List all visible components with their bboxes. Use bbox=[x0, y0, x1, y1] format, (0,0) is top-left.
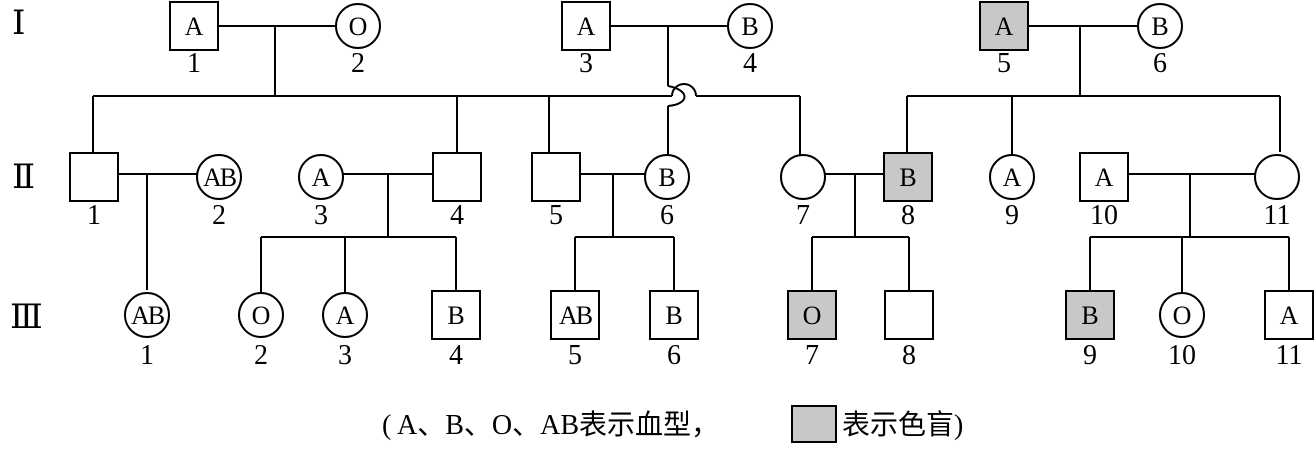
hop-over-line bbox=[671, 83, 697, 97]
individual-number-i3: 3 bbox=[579, 48, 593, 79]
connection-lines bbox=[92, 25, 1290, 293]
male-ii5 bbox=[531, 152, 581, 202]
female-ii2 bbox=[196, 154, 242, 200]
female-ii3 bbox=[298, 154, 344, 200]
individual-number-ii1: 1 bbox=[87, 200, 101, 231]
male-i5-affected bbox=[979, 1, 1029, 51]
blood-type-iii9: B bbox=[1081, 301, 1098, 330]
female-iii3 bbox=[322, 292, 368, 338]
caption-colorblind-note: 表示色盲) bbox=[842, 409, 963, 441]
individual-number-i1: 1 bbox=[187, 48, 201, 79]
male-i3 bbox=[561, 1, 611, 51]
individual-number-ii11: 11 bbox=[1264, 200, 1291, 231]
individual-number-ii2: 2 bbox=[212, 200, 226, 231]
blood-type-iii1: AB bbox=[131, 301, 165, 330]
male-ii8-affected bbox=[883, 152, 933, 202]
female-i6 bbox=[1137, 3, 1183, 49]
individual-number-ii5: 5 bbox=[549, 200, 563, 231]
blood-type-i3: A bbox=[577, 12, 596, 41]
individual-number-iii1: 1 bbox=[140, 340, 154, 371]
blood-type-i2: O bbox=[349, 12, 368, 41]
individual-number-ii4: 4 bbox=[450, 200, 464, 231]
individual-number-i4: 4 bbox=[743, 48, 757, 79]
individual-number-i6: 6 bbox=[1153, 48, 1167, 79]
individual-number-iii8: 8 bbox=[902, 340, 916, 371]
blood-type-iii3: A bbox=[336, 301, 355, 330]
female-ii7 bbox=[780, 154, 826, 200]
blood-type-ii8: B bbox=[899, 163, 916, 192]
female-iii10 bbox=[1159, 292, 1205, 338]
male-ii1 bbox=[69, 152, 119, 202]
caption: ( A、B、O、AB表示血型， 表示色盲) bbox=[382, 405, 963, 443]
male-iii6 bbox=[649, 290, 699, 340]
blood-type-i5: A bbox=[995, 12, 1014, 41]
female-i4 bbox=[727, 3, 773, 49]
descent-curve bbox=[667, 85, 686, 107]
generation-label-2: Ⅱ bbox=[12, 159, 35, 196]
generation-label-1: Ⅰ bbox=[12, 5, 25, 42]
male-iii8 bbox=[884, 290, 934, 340]
blood-type-ii2: AB bbox=[203, 163, 237, 192]
blood-type-iii10: O bbox=[1173, 301, 1192, 330]
blood-type-iii11: A bbox=[1280, 301, 1299, 330]
male-iii9-affected bbox=[1065, 290, 1115, 340]
individual-number-ii6: 6 bbox=[660, 200, 674, 231]
female-iii2 bbox=[238, 292, 284, 338]
blood-type-ii3: A bbox=[312, 163, 331, 192]
individual-number-iii3: 3 bbox=[338, 340, 352, 371]
blood-type-ii9: A bbox=[1003, 163, 1022, 192]
blood-type-ii6: B bbox=[658, 163, 675, 192]
individual-number-iii9: 9 bbox=[1083, 340, 1097, 371]
individual-number-iii7: 7 bbox=[805, 340, 819, 371]
female-i2 bbox=[335, 3, 381, 49]
male-iii11 bbox=[1264, 290, 1314, 340]
individual-number-ii9: 9 bbox=[1005, 200, 1019, 231]
individual-number-i2: 2 bbox=[351, 48, 365, 79]
individual-number-iii5: 5 bbox=[568, 340, 582, 371]
male-iii4 bbox=[431, 290, 481, 340]
individual-number-ii3: 3 bbox=[314, 200, 328, 231]
female-ii9 bbox=[989, 154, 1035, 200]
individual-number-iii10: 10 bbox=[1168, 340, 1196, 371]
generation-label-3: Ⅲ bbox=[10, 299, 43, 336]
male-ii10 bbox=[1079, 152, 1129, 202]
male-ii4 bbox=[432, 152, 482, 202]
individual-number-iii4: 4 bbox=[449, 340, 463, 371]
individual-number-ii7: 7 bbox=[796, 200, 810, 231]
individual-number-iii11: 11 bbox=[1276, 340, 1303, 371]
caption-blood-type-note: A、B、O、AB表示血型， bbox=[397, 409, 719, 441]
female-iii1 bbox=[124, 292, 170, 338]
male-i1 bbox=[169, 1, 219, 51]
male-iii5 bbox=[550, 290, 600, 340]
blood-type-iii6: B bbox=[665, 301, 682, 330]
caption-open: ( bbox=[382, 410, 391, 441]
legend-affected-swatch bbox=[791, 405, 837, 443]
blood-type-i6: B bbox=[1151, 12, 1168, 41]
blood-type-iii4: B bbox=[447, 301, 464, 330]
blood-type-iii5: AB bbox=[559, 301, 593, 330]
female-ii6 bbox=[644, 154, 690, 200]
blood-type-iii2: O bbox=[252, 301, 271, 330]
blood-type-i4: B bbox=[741, 12, 758, 41]
individual-number-iii2: 2 bbox=[254, 340, 268, 371]
individual-number-ii8: 8 bbox=[901, 200, 915, 231]
individual-number-i5: 5 bbox=[997, 48, 1011, 79]
individual-number-iii6: 6 bbox=[667, 340, 681, 371]
blood-type-iii7: O bbox=[803, 301, 822, 330]
blood-type-ii10: A bbox=[1095, 163, 1114, 192]
female-ii11 bbox=[1254, 154, 1300, 200]
male-iii7-affected bbox=[787, 290, 837, 340]
blood-type-i1: A bbox=[185, 12, 204, 41]
individual-number-ii10: 10 bbox=[1090, 200, 1118, 231]
